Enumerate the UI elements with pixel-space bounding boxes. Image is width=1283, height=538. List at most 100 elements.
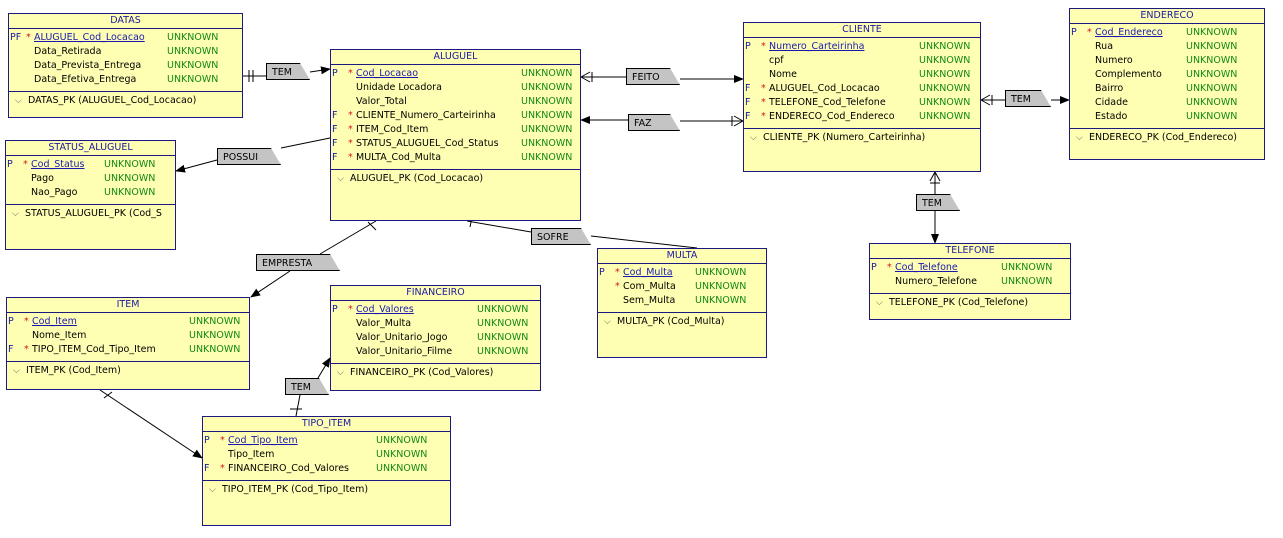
mandatory-mark: *	[348, 152, 353, 163]
rel-empresta[interactable]: EMPRESTA	[256, 254, 340, 271]
rel-sofre[interactable]: SOFRE	[531, 228, 591, 245]
column-type: UNKNOWN	[919, 111, 971, 122]
line-possui	[280, 137, 331, 149]
mandatory-mark: *	[220, 463, 225, 474]
column-name: Data_Efetiva_Entrega	[34, 74, 137, 85]
column-type: UNKNOWN	[1001, 262, 1053, 273]
column-flag: F	[332, 110, 338, 121]
column-type: UNKNOWN	[1186, 97, 1238, 108]
column-type: UNKNOWN	[521, 110, 573, 121]
rel-tem-telefone[interactable]: TEM	[916, 194, 960, 211]
column-name: TELEFONE_Cod_Telefone	[769, 97, 886, 108]
primary-key-row[interactable]: ⌵STATUS_ALUGUEL_PK (Cod_S	[6, 205, 175, 223]
rel-tem-endereco[interactable]: TEM	[1005, 90, 1051, 107]
primary-key-row[interactable]: ⌵ITEM_PK (Cod_Item)	[7, 362, 249, 380]
primary-key-text: ITEM_PK (Cod_Item)	[26, 365, 121, 376]
column-name: ALUGUEL_Cod_Locacao	[769, 83, 880, 94]
rel-possui[interactable]: POSSUI	[217, 148, 281, 165]
column-name: ENDERECO_Cod_Endereco	[769, 111, 895, 122]
column-flag: P	[332, 304, 338, 315]
rel-feito[interactable]: FEITO	[626, 68, 680, 85]
column-type: UNKNOWN	[919, 55, 971, 66]
primary-key-row[interactable]: ⌵TELEFONE_PK (Cod_Telefone)	[870, 294, 1070, 312]
rel-faz[interactable]: FAZ	[628, 114, 680, 131]
column-name: Nao_Pago	[31, 187, 78, 198]
column-type: UNKNOWN	[695, 267, 747, 278]
column-name: ITEM_Cod_Item	[356, 124, 429, 135]
column-flag: P	[332, 68, 338, 79]
entity-title: TIPO_ITEM	[203, 417, 450, 432]
rel-tem-financeiro[interactable]: TEM	[285, 378, 329, 395]
column-name: Bairro	[1095, 83, 1124, 94]
primary-key-row[interactable]: ⌵TIPO_ITEM_PK (Cod_Tipo_Item)	[203, 481, 450, 499]
column-flag: F	[745, 83, 751, 94]
primary-key-row[interactable]: ⌵ALUGUEL_PK (Cod_Locacao)	[331, 170, 580, 188]
primary-key-row[interactable]: ⌵DATAS_PK (ALUGUEL_Cod_Locacao)	[9, 92, 242, 110]
column-flag: F	[332, 138, 338, 149]
mandatory-mark: *	[887, 262, 892, 273]
column-type: UNKNOWN	[1186, 111, 1238, 122]
primary-key-row[interactable]: ⌵MULTA_PK (Cod_Multa)	[598, 313, 766, 331]
column-name: Tipo_Item	[228, 449, 275, 460]
rel-tem-datas-aluguel[interactable]: TEM	[266, 63, 310, 80]
entity-title: TELEFONE	[870, 244, 1070, 259]
primary-key-row[interactable]: ⌵CLIENTE_PK (Numero_Carteirinha)	[744, 129, 980, 147]
primary-key-row[interactable]: ⌵FINANCEIRO_PK (Cod_Valores)	[331, 364, 540, 382]
primary-key-row[interactable]: ⌵ENDERECO_PK (Cod_Endereco)	[1070, 129, 1264, 147]
column-name: Cod_Telefone	[895, 262, 958, 273]
column-flag: P	[7, 159, 13, 170]
